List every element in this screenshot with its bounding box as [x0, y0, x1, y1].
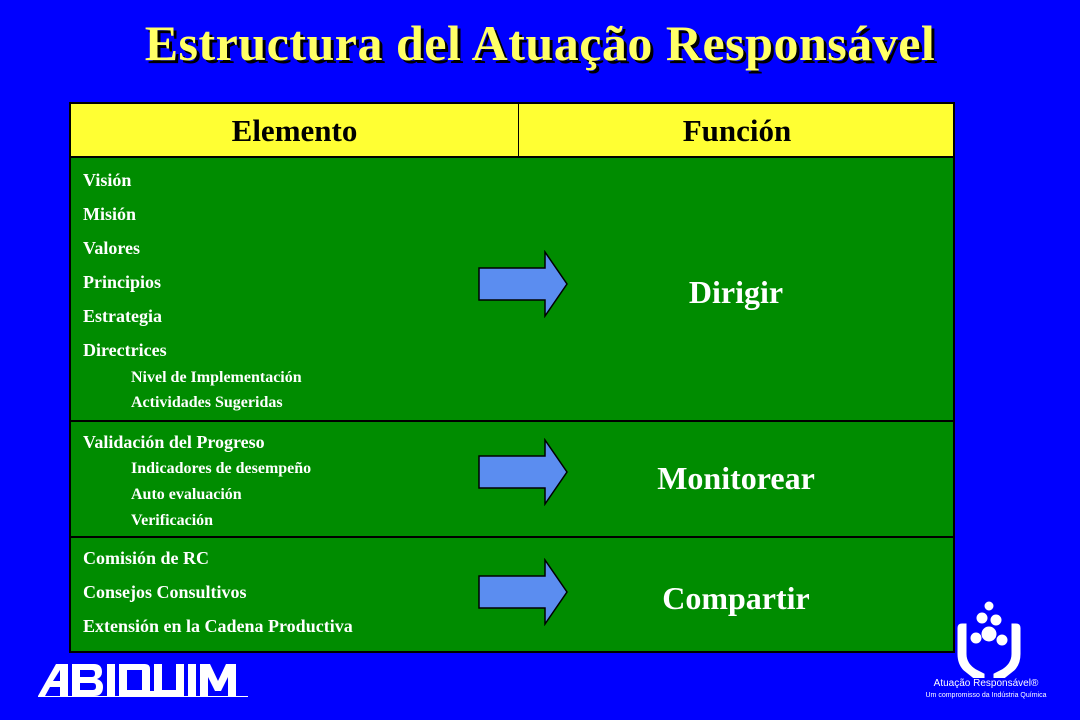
element-subitem: Verificación [131, 512, 214, 529]
arrow-right-icon [478, 250, 568, 318]
ar-logo-name: Atuação Responsável® [933, 678, 1039, 689]
arrow-right-icon [478, 438, 568, 506]
function-compartir: Compartir [662, 580, 810, 616]
element-item: Consejos Consultivos [83, 582, 247, 602]
page-title: Estructura del Atuação Responsável [144, 15, 936, 71]
header-elemento: Elemento [71, 104, 519, 156]
hands-molecule-icon [957, 601, 1021, 678]
element-item: Principios [83, 272, 162, 292]
header-funcion: Función [682, 113, 792, 148]
arrow-right-icon [478, 558, 568, 626]
table-row: Validación del Progreso Indicadores de d… [71, 420, 953, 536]
element-item: Extensión en la Cadena Productiva [83, 616, 353, 636]
element-item: Estrategia [83, 306, 162, 326]
ar-logo-slogan: Um compromisso da Indústria Química [925, 692, 1047, 699]
function-dirigir: Dirigir [688, 274, 784, 310]
element-item: Comisión de RC [83, 548, 210, 568]
function-monitorear: Monitorear [657, 460, 815, 496]
element-subitem: Indicadores de desempeño [131, 460, 312, 477]
element-subitem: Actividades Sugeridas [131, 394, 283, 411]
table-row: Visión Misión Valores Principios Estrate… [71, 158, 953, 420]
element-item: Visión [83, 170, 132, 190]
table-row: Comisión de RC Consejos Consultivos Exte… [71, 536, 953, 653]
element-item: Directrices [83, 340, 167, 360]
table-header: Elemento Función [71, 104, 953, 158]
structure-table: Elemento Función Visión Misión Valores P… [69, 102, 955, 653]
element-item: Misión [83, 204, 137, 224]
abiquim-logo [38, 664, 248, 697]
element-subitem: Nivel de Implementación [131, 369, 302, 386]
element-item: Valores [83, 238, 141, 258]
element-subitem: Auto evaluación [131, 486, 242, 503]
element-item: Validación del Progreso [83, 432, 265, 452]
